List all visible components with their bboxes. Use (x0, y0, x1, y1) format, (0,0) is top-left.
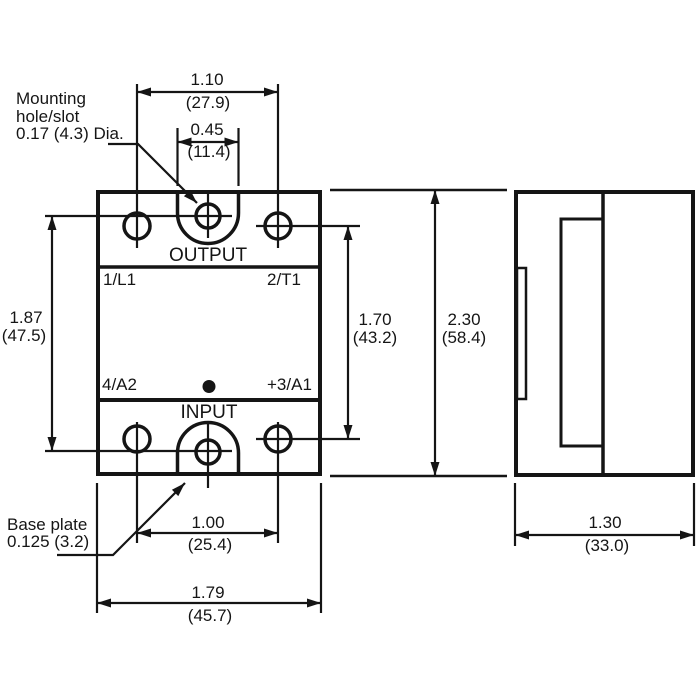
mounting-hole-note-line2: hole/slot (16, 107, 80, 126)
top-mounting-slot (175, 191, 241, 246)
mounting-hole-note-line1: Mounting (16, 89, 86, 108)
bottom-mounting-slot (175, 420, 241, 475)
base-plate-note-line1: Base plate (7, 515, 88, 534)
side-view-edge-tab (515, 266, 528, 401)
terminal-label-1L1: 1/L1 (103, 270, 137, 289)
dim-overall-height-mm: (58.4) (441, 328, 487, 347)
dim-slot-hole-spacing-inches: 1.87 (9, 308, 43, 327)
dim-slot-hole-spacing-mm: (47.5) (1, 326, 47, 345)
dim-slot-width-inches: 0.45 (190, 120, 224, 139)
dim-top-hole-spacing-inches: 1.10 (190, 70, 224, 89)
dim-depth-inches: 1.30 (588, 513, 622, 532)
dimension-lines (47, 87, 694, 608)
terminal-label-4A2: 4/A2 (102, 375, 137, 394)
front-view (96, 190, 322, 488)
dim-overall-height-inches: 2.30 (447, 310, 481, 329)
dim-bottom-hole-spacing-mm: (25.4) (187, 535, 233, 554)
dim-side-hole-spacing-inches: 1.70 (358, 310, 392, 329)
dim-depth-mm: (33.0) (584, 536, 630, 555)
dim-side-hole-spacing-mm: (43.2) (352, 328, 398, 347)
extension-lines (45, 84, 696, 613)
dim-overall-width-mm: (45.7) (187, 606, 233, 625)
mounting-hole-leader-arrow (108, 142, 198, 204)
dim-overall-width-inches: 1.79 (191, 583, 225, 602)
dim-top-hole-spacing-mm: (27.9) (185, 93, 231, 112)
base-plate-leader-arrow (57, 482, 186, 557)
side-view-recess (559, 217, 605, 448)
output-label: OUTPUT (168, 245, 248, 266)
led-indicator-dot (202, 380, 216, 393)
dim-slot-width-mm: (11.4) (187, 142, 231, 161)
base-plate-note-line2: 0.125 (3.2) (7, 532, 90, 551)
input-label: INPUT (180, 402, 238, 423)
terminal-label-3A1: +3/A1 (267, 375, 312, 394)
side-view (514, 190, 695, 477)
terminal-label-2T1: 2/T1 (267, 270, 302, 289)
mounting-hole-note-line3: 0.17 (4.3) Dia. (16, 124, 124, 143)
dim-bottom-hole-spacing-inches: 1.00 (191, 513, 225, 532)
leader-lines (57, 142, 198, 557)
